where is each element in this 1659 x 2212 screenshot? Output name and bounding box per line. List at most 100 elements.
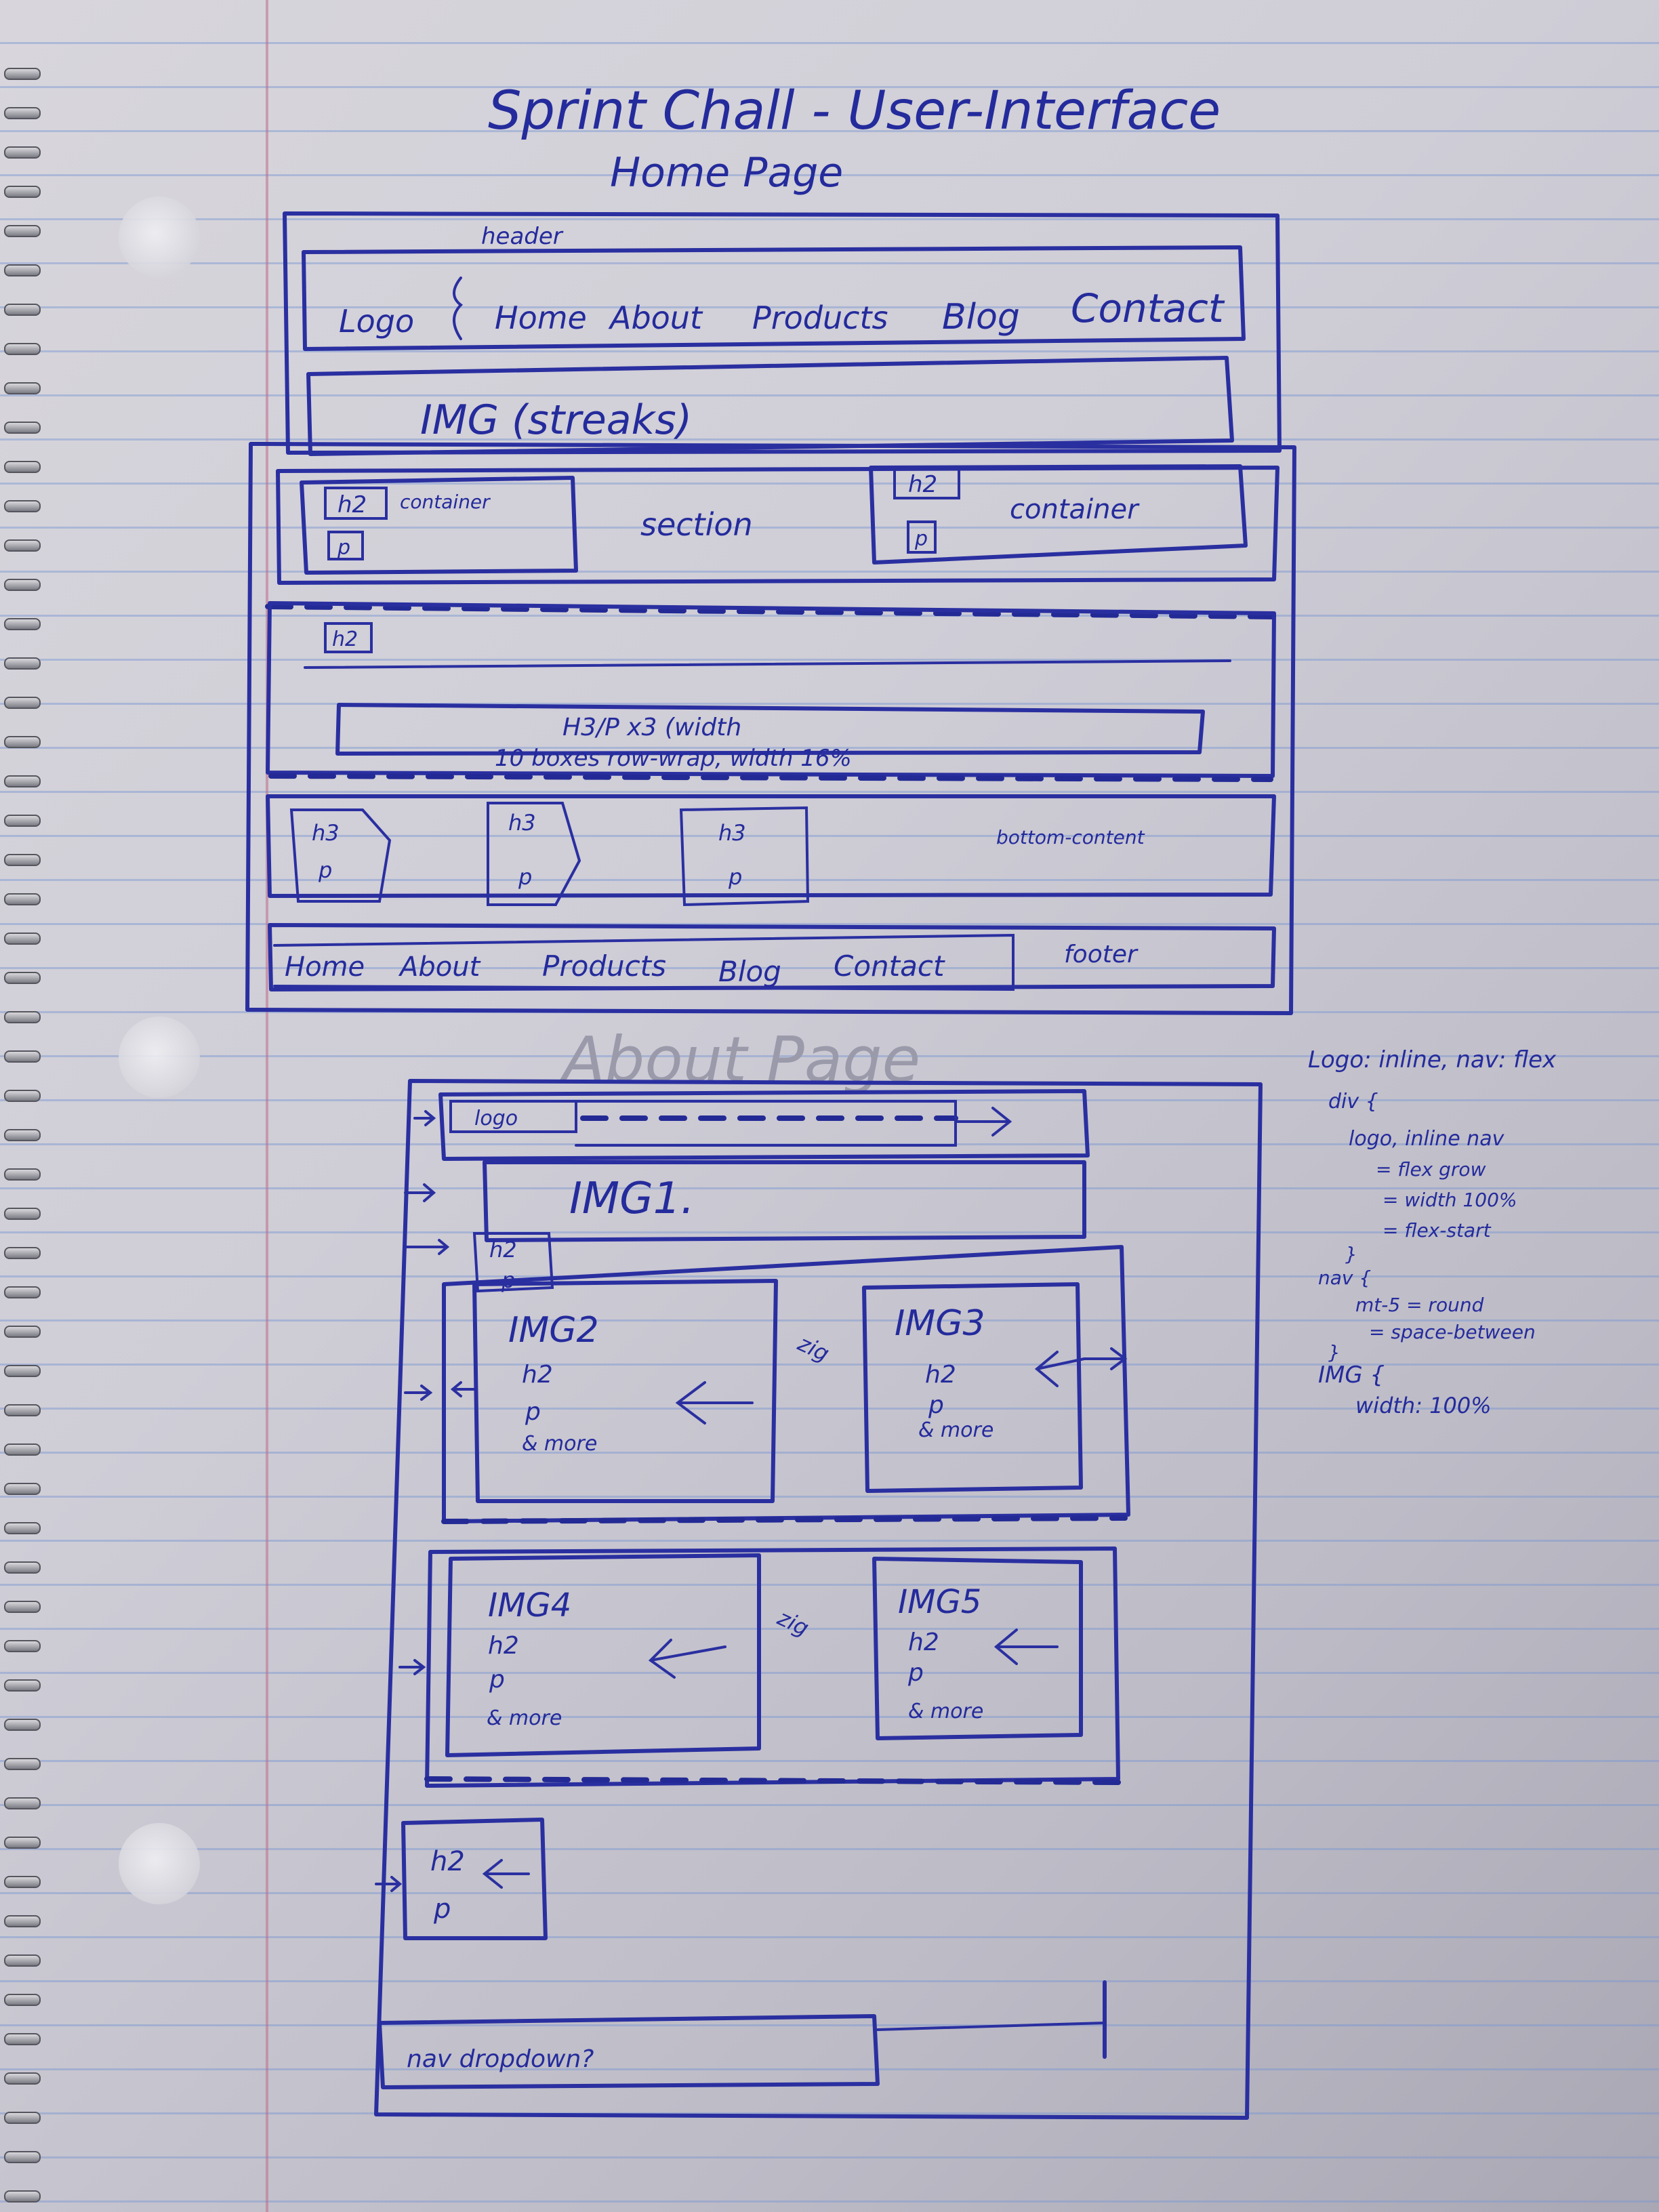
spiral-ring [4,2072,41,2085]
divider-dashed [268,607,1274,617]
section-row [278,468,1277,583]
brace [454,278,461,339]
side-note: Logo: inline, nav: flex [1308,1046,1557,1073]
spiral-ring [4,2112,41,2124]
about-nav-box [576,1101,956,1145]
arrow-icon [407,1240,447,1254]
spiral-ring [4,186,41,198]
footer-bar [270,925,1274,989]
container-right-p: p [914,527,928,551]
footer-item-products: Products [542,949,666,983]
spiral-ring [4,815,41,827]
spiral-ring [4,2190,41,2203]
nav-logo: Logo [339,303,414,340]
mid-rule [305,661,1230,668]
spiral-ring [4,618,41,630]
bottom-box-2-h3: h3 [508,810,536,836]
bottom-box-1-h3: h3 [312,820,340,846]
spiral-ring [4,225,41,237]
spiral-ring [4,1090,41,1102]
spiral-ring [4,893,41,905]
about-nav-dropdown: nav dropdown? [407,2045,594,2073]
mid-inner-box [337,705,1203,754]
divider-dashed [271,776,1271,779]
spiral-ring [4,1168,41,1181]
about-header [441,1091,1088,1159]
spiral-ring [4,1797,41,1809]
arrow-icon [405,1185,434,1201]
punch-hole [119,197,200,278]
container-right-h2-box [895,468,959,498]
spiral-ring [4,1837,41,1849]
about-card-img3 [864,1284,1081,1491]
spiral-ring [4,1326,41,1338]
side-note: IMG { [1318,1361,1385,1389]
zig-label-2: zig [773,1604,813,1641]
nav-bar [304,247,1244,349]
about-img1-box [485,1162,1084,1240]
header-frame [285,213,1279,453]
spiral-ring [4,1208,41,1220]
spiral-ring [4,461,41,473]
home-outer-frame [247,444,1294,1013]
spiral-ring [4,657,41,670]
mid-note-1: H3/P x3 (width [562,714,741,741]
nav-item-about: About [608,300,703,336]
spiral-ring [4,1640,41,1652]
side-note: nav { [1318,1267,1371,1289]
mid-h2-box [325,623,371,652]
about-logo: logo [474,1107,518,1130]
about-small-box [403,1820,546,1938]
about-card-img4 [447,1555,759,1755]
container-left-p: p [337,536,350,560]
spiral-ring [4,1679,41,1692]
spiral-ring [4,1522,41,1534]
side-note: = flex grow [1376,1158,1486,1181]
card-img3-more: & more [918,1418,994,1442]
mid-note-2: 10 boxes row-wrap, width 16% [495,745,852,772]
footer-item-home: Home [285,951,365,983]
spiral-ring [4,933,41,945]
spiral-ring [4,1286,41,1298]
spiral-ring [4,1050,41,1063]
mid-h2: h2 [332,628,358,651]
sketch-title: Sprint Chall - User-Interface [488,81,1221,142]
card-img3-p: p [928,1391,944,1419]
side-note: = flex-start [1382,1219,1492,1242]
side-note: width: 100% [1355,1393,1492,1418]
hero-label: IMG (streaks) [420,396,692,444]
about-h2-box [474,1233,552,1291]
about-page-heading: About Page [559,1023,920,1096]
zig-row-1 [444,1247,1128,1521]
container-right-p-box [908,522,935,552]
side-note: logo, inline nav [1349,1127,1505,1151]
spiral-ring [4,68,41,80]
container-right-h2: h2 [908,471,937,498]
about-card-img5 [874,1559,1081,1738]
footer-rule [878,2023,1105,2030]
container-right-label: container [1010,494,1140,525]
bottom-box-1-p: p [318,857,332,883]
spiral-ring [4,1404,41,1416]
side-note: } [1328,1341,1340,1364]
section-label: section [640,506,753,543]
card-img2-more: & more [522,1432,597,1456]
spiral-ring [4,107,41,119]
about-logo-box [451,1101,576,1132]
card-img3-label: IMG3 [895,1303,985,1344]
bottom-box-2 [488,803,579,905]
about-img1: IMG1. [569,1174,695,1224]
nav-item-blog: Blog [942,297,1020,337]
spiral-ring [4,264,41,276]
container-left-label: container [400,491,491,513]
card-img5-more: & more [908,1700,983,1723]
punch-hole [119,1823,200,1904]
side-notes: Logo: inline, nav: flex div { logo, inli… [1308,1046,1557,1418]
spiral-ring [4,1443,41,1456]
card-img5-label: IMG5 [898,1583,981,1621]
arrow-left-icon [678,1382,752,1423]
divider-dashed [444,1518,1125,1521]
bottom-content-label: bottom-content [996,826,1145,848]
